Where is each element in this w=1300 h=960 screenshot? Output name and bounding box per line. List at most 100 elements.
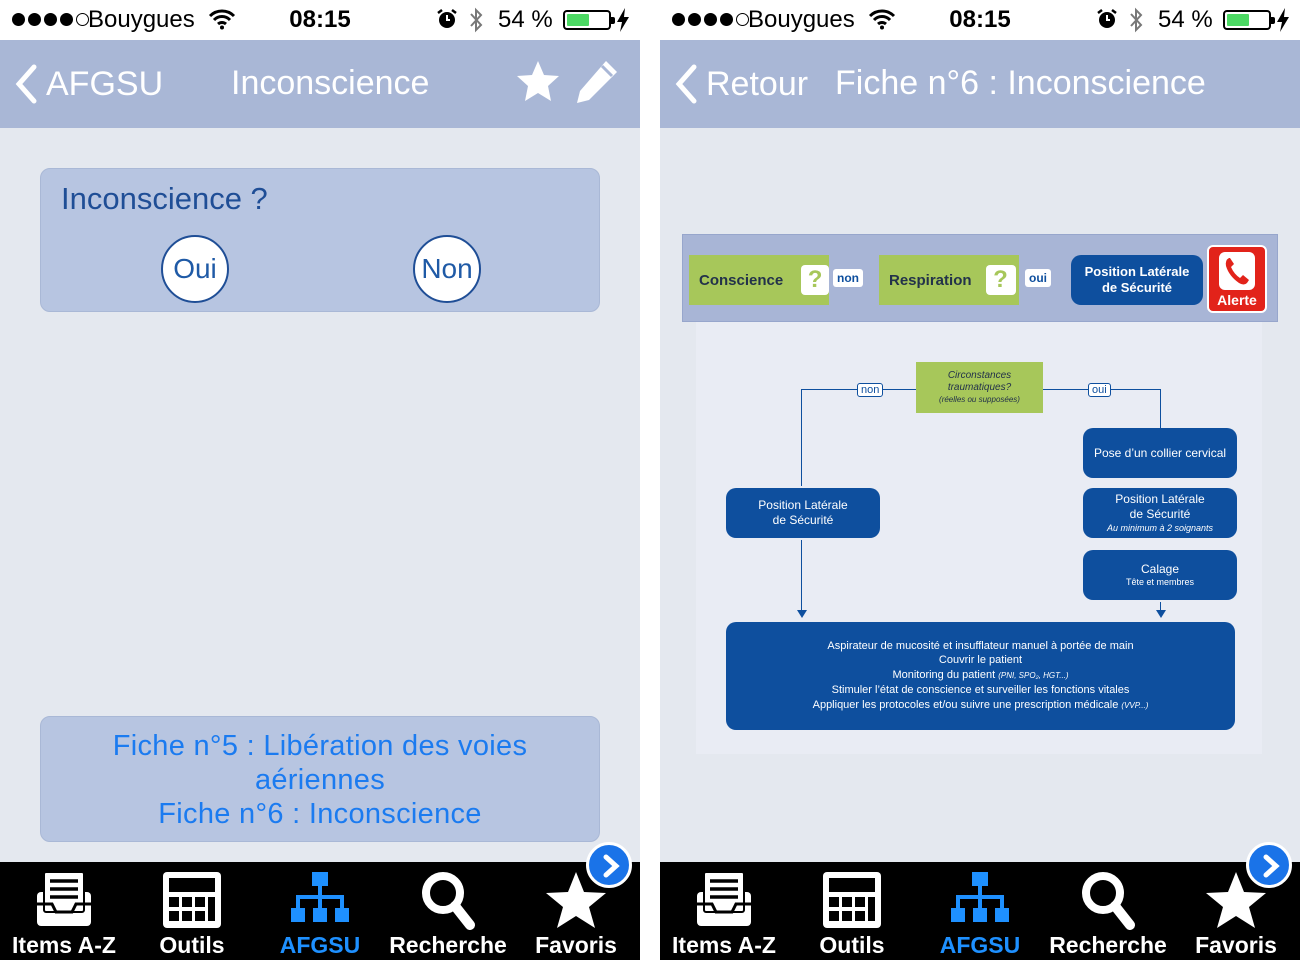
edit-pencil-icon[interactable] bbox=[574, 58, 620, 106]
step-respiration-label: Respiration bbox=[889, 271, 972, 289]
back-button[interactable]: Retour bbox=[674, 60, 808, 108]
nav-bar: AFGSU Inconscience bbox=[0, 40, 640, 128]
star-icon bbox=[546, 872, 606, 928]
chevron-left-icon bbox=[675, 64, 697, 104]
more-tabs-button[interactable] bbox=[1246, 842, 1292, 888]
pls-right-line1: Position Latérale bbox=[1115, 492, 1205, 506]
wifi-icon bbox=[208, 9, 236, 30]
hierarchy-icon bbox=[951, 872, 1009, 922]
tab-recherche[interactable]: Recherche bbox=[1044, 862, 1172, 960]
tab-label: Outils bbox=[159, 932, 225, 958]
step-pls-line1: Position Latérale bbox=[1084, 264, 1190, 279]
battery-percent: 54 % bbox=[498, 6, 553, 33]
alarm-icon bbox=[1097, 9, 1117, 28]
tab-afgsu[interactable]: AFGSU bbox=[256, 862, 384, 960]
inbox-icon bbox=[37, 871, 91, 926]
yes-button[interactable]: Oui bbox=[161, 235, 229, 303]
status-bar: Bouygues 08:15 54 % bbox=[660, 0, 1300, 40]
final-line-5-note: (VVP...) bbox=[1121, 700, 1149, 710]
search-icon bbox=[422, 872, 475, 930]
pls-right-note: Au minimum à 2 soignants bbox=[1106, 523, 1214, 533]
calculator-icon bbox=[163, 872, 221, 928]
related-sheets-card: Fiche n°5 : Libération des voies aérienn… bbox=[40, 716, 600, 842]
tab-bar: Items A-Z Outils AFGSU bbox=[660, 862, 1300, 960]
battery-icon bbox=[1223, 10, 1275, 30]
charging-icon bbox=[617, 8, 629, 32]
tab-label: Items A-Z bbox=[12, 932, 116, 958]
alarm-icon bbox=[437, 9, 457, 28]
flowchart-top-strip: Conscience ? non Respiration ? oui Posit… bbox=[682, 234, 1278, 322]
connector bbox=[1160, 602, 1161, 610]
signal-strength-icon bbox=[12, 13, 89, 26]
page-title: Inconscience bbox=[231, 64, 430, 102]
page-title: Fiche n°6 : Inconscience bbox=[835, 64, 1206, 102]
link-fiche-5-continued[interactable]: aériennes bbox=[254, 764, 386, 796]
charging-icon bbox=[1277, 8, 1289, 32]
battery-icon bbox=[563, 10, 615, 30]
step-pls-line2: de Sécurité bbox=[1101, 280, 1173, 295]
calage-label: Calage bbox=[1140, 562, 1180, 576]
back-button[interactable]: AFGSU bbox=[14, 60, 163, 108]
no-button[interactable]: Non bbox=[413, 235, 481, 303]
question-card: Inconscience ? Oui Non bbox=[40, 168, 600, 312]
chevron-right-icon bbox=[1263, 854, 1280, 878]
tab-label: Favoris bbox=[535, 932, 617, 958]
question-mark-icon: ? bbox=[985, 265, 1016, 295]
tab-outils[interactable]: Outils bbox=[788, 862, 916, 960]
tab-label: Items A-Z bbox=[672, 932, 776, 958]
final-line-3-text: Monitoring du patient bbox=[892, 668, 996, 681]
star-icon bbox=[1206, 872, 1266, 928]
tab-favoris[interactable]: Favoris bbox=[512, 862, 640, 960]
link-fiche-5[interactable]: Fiche n°5 : Libération des voies bbox=[112, 730, 528, 762]
more-tabs-button[interactable] bbox=[586, 842, 632, 888]
collier-box: Pose d’un collier cervical bbox=[1083, 428, 1237, 478]
screen-questionnaire: Bouygues 08:15 54 % AFGSU Inconscience bbox=[0, 0, 640, 960]
connector bbox=[1160, 389, 1161, 429]
bluetooth-icon bbox=[470, 7, 483, 33]
tab-afgsu[interactable]: AFGSU bbox=[916, 862, 1044, 960]
tab-items-az[interactable]: Items A-Z bbox=[660, 862, 788, 960]
pls-left-box: Position Latérale de Sécurité bbox=[726, 488, 880, 538]
tab-items-az[interactable]: Items A-Z bbox=[0, 862, 128, 960]
final-line-5: Appliquer les protocoles et/ou suivre un… bbox=[813, 698, 1149, 714]
arrow-label-non: non bbox=[833, 269, 863, 287]
pls-right-box: Position Latérale de Sécurité Au minimum… bbox=[1083, 488, 1237, 538]
back-label: Retour bbox=[706, 64, 809, 103]
tab-label: Recherche bbox=[389, 932, 507, 958]
connector bbox=[801, 540, 802, 612]
status-time: 08:15 bbox=[949, 6, 1011, 33]
arrow-down-icon bbox=[1156, 610, 1166, 618]
tab-favoris[interactable]: Favoris bbox=[1172, 862, 1300, 960]
tab-bar: Items A-Z Outils AFGSU bbox=[0, 862, 640, 960]
question-text: Inconscience ? bbox=[61, 181, 268, 216]
trauma-line2: traumatiques? bbox=[947, 381, 1012, 393]
tab-label: AFGSU bbox=[939, 932, 1021, 958]
search-icon bbox=[1082, 872, 1135, 930]
status-time: 08:15 bbox=[289, 6, 351, 33]
step-conscience-label: Conscience bbox=[699, 271, 784, 289]
alert-call-button[interactable]: Alerte bbox=[1207, 245, 1267, 313]
trauma-question-box: Circonstances traumatiques? (réelles ou … bbox=[916, 362, 1043, 413]
status-bar: Bouygues 08:15 54 % bbox=[0, 0, 640, 40]
tab-label: Favoris bbox=[1195, 932, 1277, 958]
bluetooth-icon bbox=[1130, 7, 1143, 33]
pls-left-line2: de Sécurité bbox=[772, 513, 834, 527]
collier-label: Pose d’un collier cervical bbox=[1093, 445, 1227, 460]
trauma-line1: Circonstances bbox=[947, 369, 1012, 381]
final-line-4: Stimuler l’état de conscience et surveil… bbox=[831, 684, 1130, 697]
final-line-3-note: (PNI, SPO₂, HGT...) bbox=[998, 670, 1069, 680]
calage-box: Calage Tête et membres bbox=[1083, 550, 1237, 600]
arrow-down-icon bbox=[797, 610, 807, 618]
pls-right-line2: de Sécurité bbox=[1129, 507, 1191, 521]
nav-bar: Retour Fiche n°6 : Inconscience bbox=[660, 40, 1300, 128]
link-fiche-6[interactable]: Fiche n°6 : Inconscience bbox=[158, 798, 482, 830]
tab-recherche[interactable]: Recherche bbox=[384, 862, 512, 960]
chevron-right-icon bbox=[603, 854, 620, 878]
inbox-icon bbox=[697, 871, 751, 926]
final-line-2: Couvrir le patient bbox=[938, 654, 1023, 667]
phone-icon bbox=[1219, 252, 1255, 290]
tab-outils[interactable]: Outils bbox=[128, 862, 256, 960]
favorite-star-icon[interactable] bbox=[514, 58, 562, 106]
final-line-3: Monitoring du patient (PNI, SPO₂, HGT...… bbox=[892, 668, 1068, 684]
flowchart-diagram: Conscience ? non Respiration ? oui Posit… bbox=[682, 234, 1278, 754]
